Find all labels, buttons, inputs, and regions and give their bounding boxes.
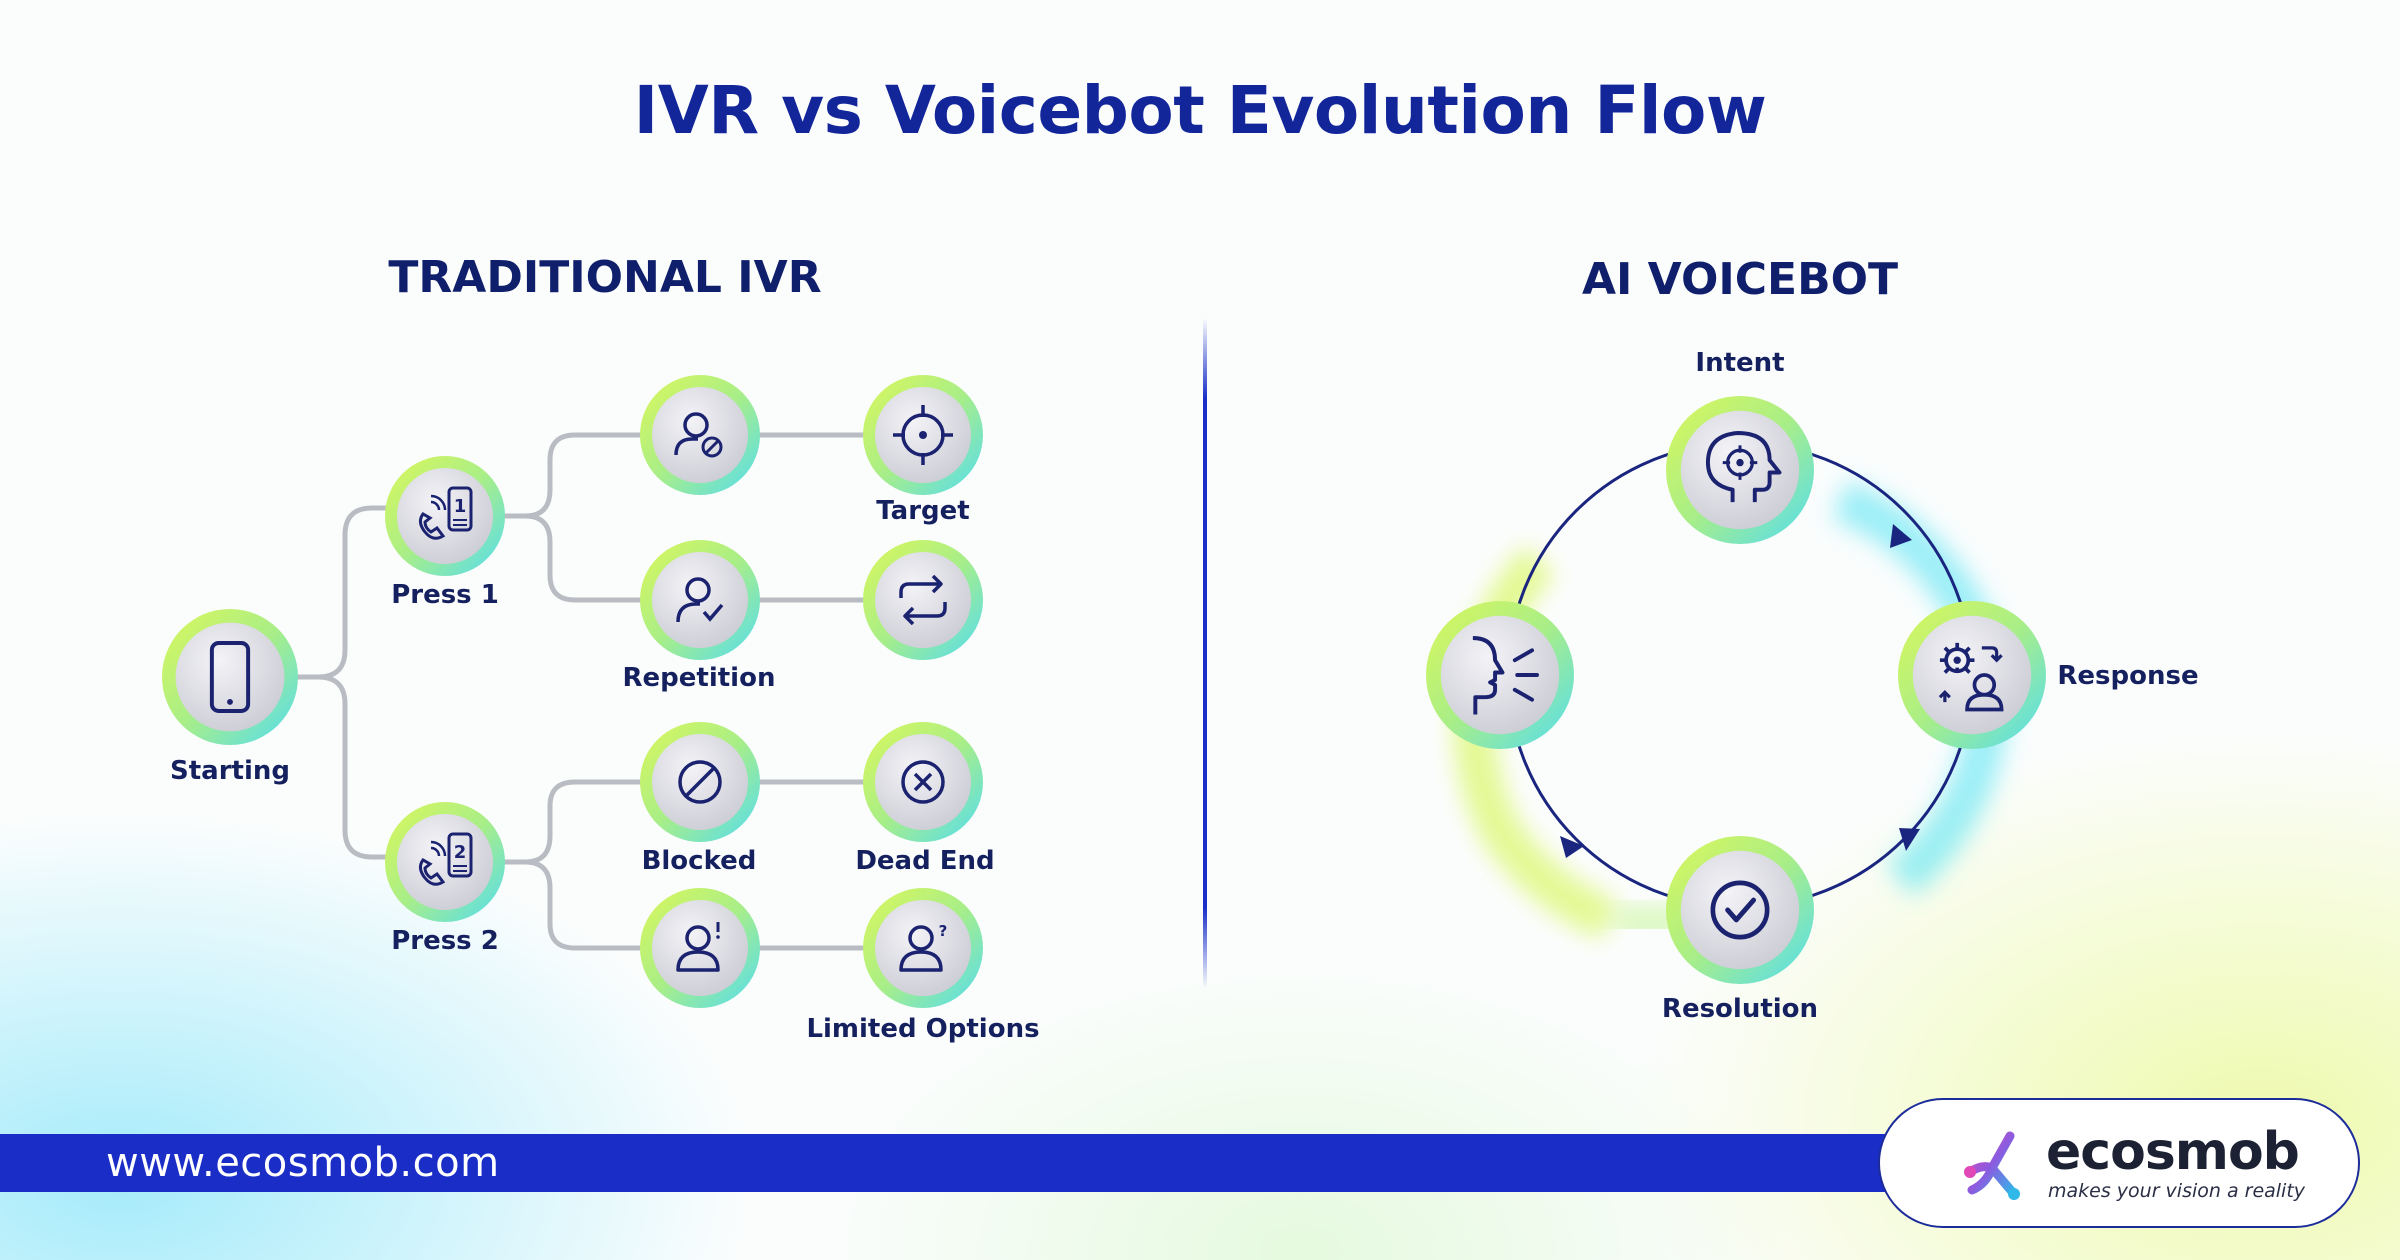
svg-text:2: 2	[454, 842, 467, 863]
press2-icon: 2	[418, 832, 473, 886]
userCheck-icon	[676, 577, 724, 623]
node-speech	[1426, 601, 1574, 749]
traditional-ivr-title: TRADITIONAL IVR	[388, 252, 822, 303]
ecosmob-logo-icon	[1964, 1131, 2020, 1200]
face-icon	[1472, 636, 1539, 715]
node-press-1: 1	[385, 456, 505, 576]
node-face	[1680, 410, 1800, 530]
node-face	[397, 468, 493, 564]
ivr-connectors	[287, 432, 868, 951]
label-dead-end: Dead End	[855, 846, 995, 876]
website-link[interactable]: www.ecosmob.com	[106, 1140, 500, 1186]
node-limited-options: ?	[863, 888, 983, 1008]
node-target	[863, 375, 983, 495]
label-limited-options: Limited Options	[806, 1014, 1040, 1044]
brand-logo-badge	[1878, 1098, 2360, 1228]
label-response: Response	[2057, 661, 2199, 691]
check-icon	[1710, 880, 1770, 940]
svg-text:1: 1	[454, 496, 467, 517]
label-target: Target	[876, 496, 970, 526]
footer-bar	[0, 1134, 1950, 1192]
brand-name: ecosmob	[2046, 1122, 2300, 1182]
label-resolution: Resolution	[1661, 994, 1819, 1024]
node-repetition	[640, 540, 760, 660]
target-icon	[893, 405, 953, 465]
node-user-block	[640, 375, 760, 495]
node-blocked	[640, 722, 760, 842]
node-response	[1898, 601, 2046, 749]
node-press-2: 2	[385, 802, 505, 922]
node-face	[1440, 615, 1560, 735]
label-blocked: Blocked	[641, 846, 757, 876]
brand-tagline: makes your vision a reality	[2048, 1180, 2306, 1202]
arrow-icon	[1560, 836, 1584, 858]
node-dead-end	[863, 722, 983, 842]
arrow-icon	[1890, 524, 1912, 548]
node-face	[175, 622, 285, 732]
node-repeat	[863, 540, 983, 660]
section-divider	[1203, 318, 1207, 988]
node-face	[397, 814, 493, 910]
node-face	[1680, 850, 1800, 970]
ai-voicebot-title: AI VOICEBOT	[1581, 254, 1899, 305]
node-resolution	[1666, 836, 1814, 984]
userExcl-icon	[676, 922, 720, 972]
node-starting	[162, 609, 298, 745]
gearUser-icon	[1938, 642, 2004, 712]
svg-text:?: ?	[939, 922, 948, 940]
press1-icon: 1	[418, 486, 473, 540]
repeat-icon	[899, 574, 947, 626]
node-face	[1912, 615, 2032, 735]
brain-icon	[1705, 431, 1782, 503]
label-intent: Intent	[1695, 348, 1785, 378]
label-repetition: Repetition	[622, 663, 776, 693]
node-user-alert	[640, 888, 760, 1008]
label-starting: Starting	[170, 756, 290, 786]
label-press-1: Press 1	[391, 580, 499, 610]
userQ-icon: ?	[899, 922, 948, 972]
deadEnd-icon	[901, 760, 945, 804]
userBlock-icon	[674, 412, 723, 458]
node-intent	[1666, 396, 1814, 544]
node-face	[875, 552, 971, 648]
page-title: IVR vs Voicebot Evolution Flow	[633, 72, 1767, 149]
label-press-2: Press 2	[391, 926, 499, 956]
phone-icon	[209, 641, 251, 713]
blocked-icon	[678, 760, 722, 804]
arrow-icon	[1899, 828, 1920, 851]
